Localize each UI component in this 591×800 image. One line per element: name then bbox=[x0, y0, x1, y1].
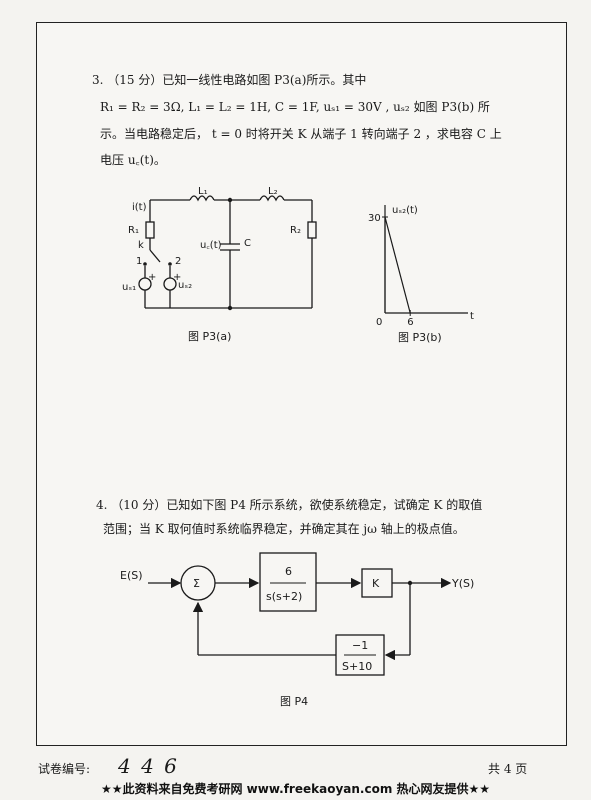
label-sigma: Σ bbox=[193, 577, 200, 590]
forward-block-g bbox=[259, 552, 317, 612]
problem4-line1: 4. （10 分）已知如下图 P4 所示系统，欲使系统稳定，试确定 K 的取值 bbox=[96, 498, 483, 512]
label-k: k bbox=[138, 240, 144, 251]
series-us2-line bbox=[384, 216, 411, 314]
label-g-numerator: 6 bbox=[285, 565, 292, 578]
label-us2: uₛ₂ bbox=[178, 280, 192, 291]
label-uc: u꜀(t) bbox=[200, 240, 222, 251]
caption-p4: 图 P4 bbox=[280, 695, 308, 708]
chart-b-ytick-30: 30 bbox=[368, 213, 381, 224]
exam-number-handwritten: 4 4 6 bbox=[118, 754, 179, 778]
inductor-l1 bbox=[189, 195, 215, 202]
chart-b-ylabel: uₛ₂(t) bbox=[392, 205, 418, 216]
problem3-line3: 示。当电路稳定后， t = 0 时将开关 K 从端子 1 转向端子 2 ，求电容… bbox=[100, 127, 502, 141]
page-frame bbox=[36, 22, 567, 746]
page-count: 共 4 页 bbox=[488, 762, 528, 776]
problem4-line2: 范围；当 K 取何值时系统临界稳定，并确定其在 jω 轴上的极点值。 bbox=[103, 522, 465, 536]
chart-b-xlabel: t bbox=[470, 311, 474, 322]
label-l2: L₂ bbox=[268, 186, 278, 197]
caption-p3a: 图 P3(a) bbox=[188, 330, 231, 343]
chart-b-xtick-6: 6 bbox=[407, 317, 413, 328]
label-r1: R₁ bbox=[128, 225, 139, 236]
label-g-denominator: s(s+2) bbox=[266, 590, 302, 603]
label-l1: L₁ bbox=[198, 186, 208, 197]
label-terminal-1: 1 bbox=[136, 256, 142, 267]
label-us1: uₛ₁ bbox=[122, 282, 136, 293]
label-it: i(t) bbox=[132, 202, 147, 213]
problem3-line4: 电压 u꜀(t)。 bbox=[100, 153, 166, 167]
inductor-l2 bbox=[259, 195, 285, 202]
source-banner: ★★此资料来自免费考研网 www.freekaoyan.com 热心网友提供★★ bbox=[100, 782, 491, 796]
block-diagram-p4: E(S) Y(S) Σ 6 s(s+2) K −1 S+10 图 P4 bbox=[120, 552, 474, 708]
resistor-r2 bbox=[307, 221, 317, 239]
label-h-numerator: −1 bbox=[352, 639, 368, 652]
caption-p3b: 图 P3(b) bbox=[398, 331, 442, 344]
label-k-block: K bbox=[372, 577, 380, 590]
label-h-denominator: S+10 bbox=[342, 660, 372, 673]
label-terminal-2: 2 bbox=[175, 256, 181, 267]
switch-k bbox=[149, 249, 161, 263]
problem3-line1: 3. （15 分）已知一线性电路如图 P3(a)所示。其中 bbox=[92, 73, 367, 87]
problem3-line2: R₁ = R₂ = 3Ω, L₁ = L₂ = 1H, C = 1F, uₛ₁ … bbox=[100, 100, 490, 114]
resistor-r1 bbox=[145, 221, 155, 239]
label-output-ys: Y(S) bbox=[451, 577, 474, 590]
label-input-es: E(S) bbox=[120, 569, 143, 582]
chart-p3b: uₛ₂(t) t 30 0 6 图 P3(b) bbox=[368, 205, 474, 344]
label-r2: R₂ bbox=[290, 225, 301, 236]
label-plus-2: + bbox=[173, 272, 181, 283]
exam-number-label: 试卷编号: bbox=[38, 762, 91, 776]
circuit-diagram-p3a: i(t) R₁ k 1 2 + + uₛ₁ uₛ₂ L₁ L₂ u꜀(t) C … bbox=[122, 186, 317, 343]
label-c: C bbox=[244, 238, 251, 249]
chart-b-origin: 0 bbox=[376, 317, 382, 328]
label-plus-1: + bbox=[148, 272, 156, 283]
